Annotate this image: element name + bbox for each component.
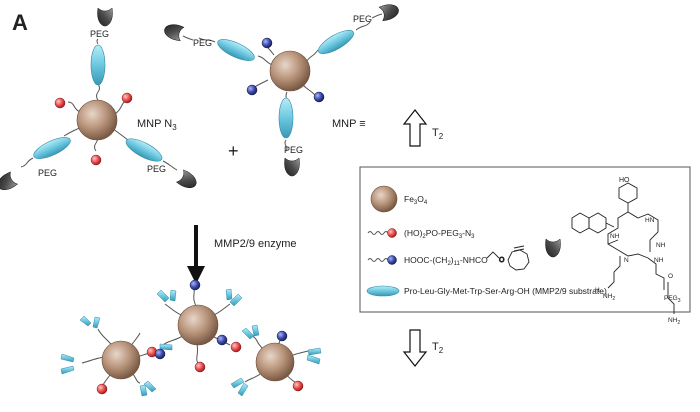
legend-azide-ball — [387, 228, 397, 238]
peptide-fragment — [229, 293, 243, 307]
peptide-fragment — [241, 327, 255, 340]
peptide-fragment — [60, 353, 75, 363]
fe3o4-particle — [101, 340, 141, 380]
struct-peg: PEG3 — [664, 295, 681, 304]
legend-azide-label: (HO)2PO-PEG3-N3 — [404, 228, 475, 240]
peg-label: PEG — [147, 164, 166, 174]
alkyne-ball — [216, 334, 228, 346]
peg-label: PEG — [38, 168, 57, 178]
struct-hn: HN — [645, 217, 655, 224]
legend-fe3o4-label: Fe3O4 — [404, 194, 428, 206]
legend-box — [359, 166, 691, 313]
plus-sign: + — [228, 141, 239, 161]
azide-ball — [90, 154, 102, 166]
struct-o: O — [668, 273, 673, 280]
structure-labels: HO NH HN NH N H NH2 NH O PEG3 NH2 — [595, 177, 681, 326]
struct-ho: HO — [619, 177, 630, 184]
peg-label: PEG — [353, 14, 372, 24]
peptide-fragment — [306, 354, 321, 365]
alkyne-ball — [189, 279, 201, 291]
mnp-alkyne-particle: PEG PEG PEG — [162, 1, 401, 177]
fe3o4-particle — [269, 50, 311, 92]
legend-alkyne-ball — [387, 255, 397, 265]
peptide-ellipse — [33, 137, 71, 159]
peptide-fragment — [139, 384, 148, 397]
peptide-fragment — [237, 382, 249, 397]
peptide-ellipse — [318, 30, 354, 54]
cyclooctyne-oxygen: O — [499, 257, 505, 264]
peptide-fragment — [143, 380, 157, 393]
peptide-chemical-structure — [571, 182, 675, 314]
peg-cap-shape — [162, 21, 185, 42]
struct-nh2: NH2 — [603, 293, 615, 302]
panel-label: A — [12, 10, 28, 35]
t2-decrease-arrow — [402, 329, 428, 367]
alkyne-ball — [154, 348, 166, 360]
mnp-azide-label: MNP N3 — [137, 118, 177, 132]
peg-label: PEG — [90, 29, 109, 39]
struct-nh-3: NH — [654, 257, 664, 264]
peptide-fragment — [156, 289, 170, 303]
mnp-alkyne-label: MNP ≡ — [332, 118, 366, 130]
peptide-fragment — [169, 289, 177, 302]
peptide-ellipse — [125, 138, 163, 162]
enzyme-arrow — [187, 225, 205, 284]
peg-cap-shape — [284, 157, 300, 177]
legend-azide-linker-swatch — [367, 231, 389, 235]
alkyne-ball — [246, 84, 258, 96]
fe3o4-particle — [255, 342, 295, 382]
struct-h: H — [595, 287, 600, 294]
cyclooctyne-structure: O — [486, 245, 530, 271]
legend-alkyne-label: HOOC-(CH2)11-NHCO — [404, 255, 488, 267]
fe3o4-particle — [177, 304, 219, 346]
struct-nh2-end: NH2 — [668, 317, 680, 326]
peptide-fragment — [251, 324, 260, 337]
azide-ball — [96, 383, 108, 395]
azide-ball — [54, 97, 66, 109]
azide-ball — [121, 92, 133, 104]
peg-label: PEG — [284, 145, 303, 155]
peptide-ellipse — [278, 97, 294, 139]
peg-cap-shape — [97, 7, 113, 27]
azide-ball — [292, 380, 304, 392]
legend-particle-swatch — [370, 185, 398, 213]
alkyne-ball — [261, 37, 273, 49]
struct-n: N — [624, 257, 629, 264]
legend-alkyne-linker-swatch — [367, 258, 389, 262]
mnp-azide-particle: PEG PEG PEG — [0, 7, 200, 194]
peptide-fragment — [230, 377, 245, 389]
legend-peptide-swatch — [366, 285, 400, 297]
peg-cap-shape — [0, 171, 18, 194]
struct-nh-2: NH — [656, 242, 666, 249]
t2-increase-arrow — [402, 109, 428, 147]
azide-ball — [230, 341, 242, 353]
alkyne-ball — [313, 91, 325, 103]
peptide-ellipse — [90, 44, 106, 86]
aggregate-cluster — [60, 279, 322, 397]
legend-peptide-label: Pro-Leu-Gly-Met-Trp-Ser-Arg-OH (MMP2/9 s… — [404, 286, 607, 296]
peg-cap-shape — [176, 169, 200, 192]
alkyne-ball — [276, 330, 288, 342]
peg-label: PEG — [193, 38, 212, 48]
peptide-fragment — [60, 365, 75, 375]
fe3o4-particle — [76, 99, 118, 141]
t2-up-label: T2 — [432, 127, 444, 141]
peptide-fragment — [79, 315, 92, 327]
peptide-ellipse — [217, 39, 255, 61]
peptide-fragment — [92, 316, 101, 329]
peptide-fragment — [225, 288, 233, 301]
peptide-fragment — [307, 347, 322, 356]
t2-down-label: T2 — [432, 341, 444, 355]
peg-cap-shape — [378, 1, 401, 22]
struct-nh: NH — [610, 233, 620, 240]
enzyme-label: MMP2/9 enzyme — [214, 238, 297, 250]
azide-ball — [194, 361, 206, 373]
